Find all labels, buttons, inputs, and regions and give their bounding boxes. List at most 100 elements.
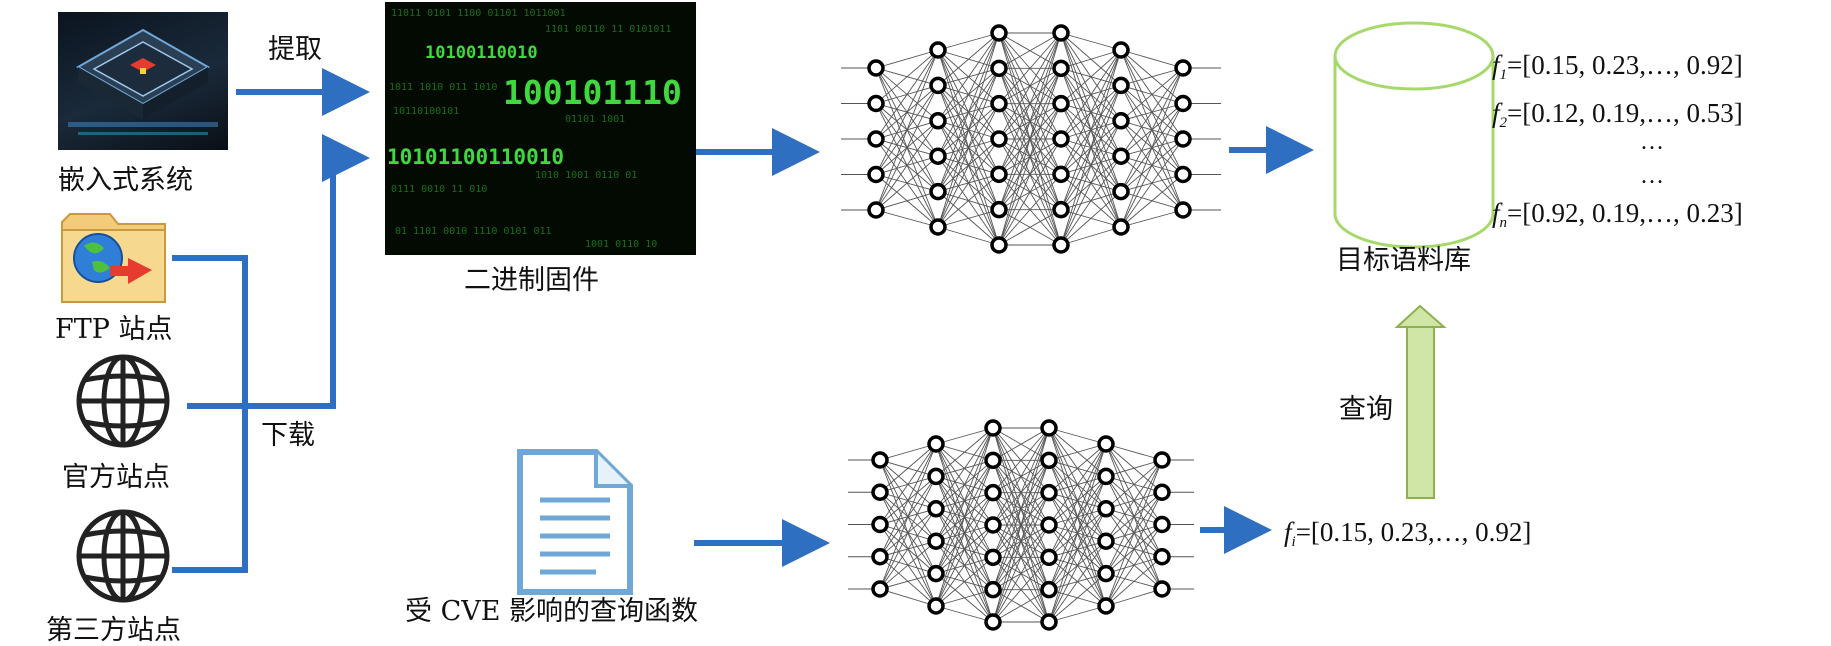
network-edge (1120, 49, 1184, 69)
network-edge (998, 103, 1062, 246)
network-edge (1048, 573, 1107, 623)
network-edge (998, 32, 1062, 210)
binary-line-2: 100101110 (503, 73, 682, 112)
label-firmware: 二进制固件 (464, 265, 599, 296)
network-edge (875, 120, 939, 211)
network-edge (875, 49, 939, 175)
network-edge (1048, 508, 1107, 623)
network-edge (998, 209, 1062, 246)
network-edge (1105, 459, 1163, 510)
network-edge (879, 540, 937, 590)
network-edge (1048, 443, 1107, 623)
network-edge (879, 443, 937, 525)
network-edge (935, 605, 994, 623)
network-edge (1060, 120, 1122, 246)
network-edge (1060, 155, 1122, 246)
network-node (990, 94, 1008, 113)
binary-line-1: 10100110010 (425, 43, 538, 63)
network-node (929, 76, 947, 95)
network-edge (1120, 67, 1184, 122)
network-node (1097, 467, 1115, 486)
network-edge (992, 427, 1050, 461)
network-node (1052, 236, 1070, 254)
network-edge (1105, 443, 1163, 461)
network-edge (998, 32, 1062, 175)
network-node (1112, 182, 1130, 201)
network-node (990, 236, 1008, 254)
network-node (1153, 451, 1171, 469)
network-edge (875, 155, 939, 211)
network-edge (998, 32, 1062, 104)
network-edge (879, 476, 937, 590)
network-edge (1060, 49, 1122, 246)
network-node (871, 483, 889, 501)
network-node (1052, 200, 1070, 219)
network-edge (879, 443, 937, 461)
label-query: 查询 (1339, 394, 1393, 425)
network-edge (1048, 443, 1107, 590)
network-edge (937, 138, 1000, 228)
network-node (1052, 130, 1070, 148)
network-node (1040, 548, 1058, 567)
label-ftp: FTP 站点 (55, 314, 173, 345)
network-edge (937, 32, 1000, 192)
network-node (984, 451, 1002, 470)
network-node (929, 182, 947, 201)
network-node (867, 201, 885, 219)
network-edge (937, 226, 1000, 246)
network-edge (1048, 540, 1107, 623)
network-edge (935, 427, 994, 607)
network-edge (998, 32, 1062, 246)
network-edge (992, 427, 1050, 590)
network-edge (1120, 138, 1184, 228)
network-node (1040, 613, 1058, 631)
globe-icon (76, 354, 170, 448)
network-node (984, 419, 1002, 437)
neural-network-top (841, 24, 1221, 254)
network-node (1052, 94, 1070, 113)
network-node (929, 112, 947, 130)
network-node (871, 451, 889, 469)
vector-fi: fi=[0.15, 0.23,…, 0.92] (1284, 517, 1532, 550)
network-node (1174, 94, 1192, 113)
network-edge (998, 138, 1062, 246)
network-edge (935, 524, 994, 607)
network-edge (1120, 67, 1184, 228)
database-cylinder-icon (1333, 21, 1495, 249)
network-edge (1060, 191, 1122, 246)
network-edge (937, 173, 1000, 228)
network-edge (1048, 476, 1107, 623)
network-edge (992, 427, 1050, 558)
network-node (1174, 165, 1192, 184)
network-edge (1120, 67, 1184, 157)
network-node (927, 500, 945, 518)
label-download: 下载 (261, 420, 315, 451)
svg-text:1101 00110 11 0101011: 1101 00110 11 0101011 (545, 24, 671, 35)
network-edge (1120, 209, 1184, 228)
network-edge (1048, 443, 1107, 526)
network-edge (1060, 49, 1122, 210)
network-edge (1060, 85, 1122, 246)
network-edge (1105, 492, 1163, 607)
network-edge (1120, 67, 1184, 192)
network-node (1097, 500, 1115, 518)
network-edge (875, 49, 939, 69)
chip-icon (58, 12, 228, 150)
network-edge (992, 557, 1050, 623)
network-edge (1060, 49, 1122, 140)
network-node (1174, 130, 1192, 148)
network-edge (1048, 443, 1107, 494)
network-edge (879, 573, 937, 590)
vector-f1: f1=[0.15, 0.23,…, 0.92] (1492, 50, 1743, 83)
network-edge (875, 209, 939, 228)
network-edge (992, 427, 1050, 623)
network-node (1112, 218, 1130, 236)
network-node (867, 94, 885, 113)
network-node (871, 548, 889, 566)
network-edge (935, 460, 994, 607)
network-edge (937, 209, 1000, 228)
network-node (871, 580, 889, 598)
network-node (1040, 580, 1058, 599)
svg-text:1010 1001 0110 01: 1010 1001 0110 01 (535, 170, 637, 181)
network-node (1153, 483, 1171, 501)
